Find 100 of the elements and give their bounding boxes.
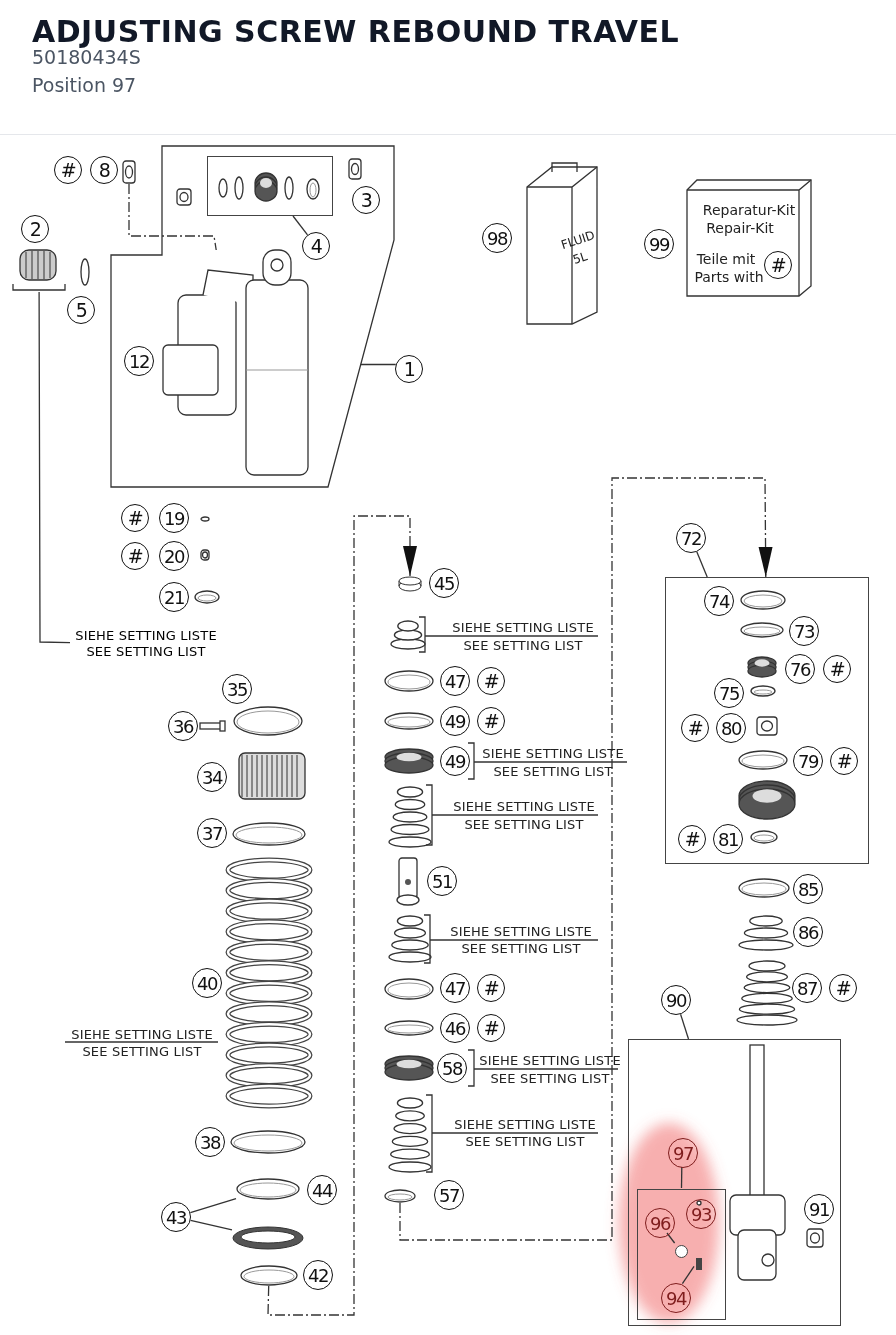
group-frame xyxy=(628,1039,841,1326)
can-label: 5L xyxy=(571,249,589,267)
callout-number: 87 xyxy=(792,973,822,1003)
callout-number: 21 xyxy=(159,582,189,612)
callout-number: 49 xyxy=(440,706,470,736)
callout-number: 20 xyxy=(159,541,189,571)
note-text: SIEHE SETTING LISTE xyxy=(74,628,218,644)
callout-number: 58 xyxy=(437,1053,467,1083)
callout-number: # xyxy=(477,667,505,695)
group-frame xyxy=(207,156,333,216)
leader-line xyxy=(292,215,309,236)
note-text: SIEHE SETTING LISTE xyxy=(482,745,624,761)
kit-label: Parts with xyxy=(694,269,764,285)
callout-number: 42 xyxy=(303,1260,333,1290)
ring-drawing xyxy=(384,1189,416,1203)
callout-number: 4 xyxy=(302,232,330,260)
leader-line xyxy=(696,551,708,578)
callout-number: # xyxy=(477,707,505,735)
callout-number: 81 xyxy=(713,824,743,854)
nut-drawing xyxy=(398,576,422,592)
callout-number: 74 xyxy=(704,586,734,616)
leader-line xyxy=(680,1166,683,1189)
callout-number: 86 xyxy=(793,917,823,947)
subtitle: Position 97 xyxy=(32,74,137,96)
note-text: SIEHE SETTING LISTE xyxy=(479,1052,621,1068)
callout-number: 1 xyxy=(395,355,423,383)
callout-number: 44 xyxy=(307,1175,337,1205)
note-text: SEE SETTING LIST xyxy=(465,1133,585,1149)
kit-label: Reparatur-Kit xyxy=(702,202,796,218)
note-text: SIEHE SETTING LISTE xyxy=(454,1116,596,1132)
note-text: SEE SETTING LIST xyxy=(490,1070,610,1086)
adjuster-drawing xyxy=(12,248,66,292)
callout-number: 79 xyxy=(793,746,823,776)
note-text: SIEHE SETTING LISTE xyxy=(452,619,594,635)
callout-number: 8 xyxy=(90,156,118,184)
note-text: SEE SETTING LIST xyxy=(461,940,581,956)
leader-line xyxy=(38,291,71,644)
note-text: SIEHE SETTING LISTE xyxy=(71,1026,213,1042)
note-text: SIEHE SETTING LISTE xyxy=(450,923,592,939)
callout-number: 34 xyxy=(197,762,227,792)
note-text: SEE SETTING LIST xyxy=(493,763,613,779)
leader-line xyxy=(189,1219,233,1231)
ring-drawing xyxy=(236,1178,300,1200)
callout-number: 49 xyxy=(440,746,470,776)
callout-number: 38 xyxy=(195,1127,225,1157)
callout-number: 80 xyxy=(716,713,746,743)
callout-number: 72 xyxy=(676,523,706,553)
callout-number: 43 xyxy=(161,1202,191,1232)
callout-number: 3 xyxy=(352,186,380,214)
callout-number: 90 xyxy=(661,985,691,1015)
callout-number: 73 xyxy=(789,616,819,646)
leader-line xyxy=(189,1198,237,1214)
callout-number: # xyxy=(121,542,149,570)
callout-number: # xyxy=(681,714,709,742)
callout-number: 47 xyxy=(440,666,470,696)
callout-number: 37 xyxy=(197,818,227,848)
callout-number: 5 xyxy=(67,296,95,324)
pin-drawing xyxy=(696,1258,702,1270)
ring-drawing xyxy=(232,1226,304,1250)
nut-drawing xyxy=(675,1245,688,1258)
leader-line xyxy=(681,1265,695,1285)
leader-line xyxy=(679,1013,690,1040)
callout-number: 76 xyxy=(785,654,815,684)
note-text: SIEHE SETTING LISTE xyxy=(453,798,595,814)
callout-number: 75 xyxy=(714,678,744,708)
title: ADJUSTING SCREW REBOUND TRAVEL xyxy=(32,14,680,49)
callout-number: 85 xyxy=(793,874,823,904)
callout-number: 35 xyxy=(222,674,252,704)
flow-arrow xyxy=(267,515,417,1316)
callout-number: 51 xyxy=(427,866,457,896)
leader-line xyxy=(360,363,397,366)
callout-number: 57 xyxy=(434,1180,464,1210)
group-frame xyxy=(665,577,869,864)
callout-number: # xyxy=(829,974,857,1002)
callout-number: 40 xyxy=(192,968,222,998)
callout-number: 2 xyxy=(21,215,49,243)
callout-number: # xyxy=(823,655,851,683)
callout-number: # xyxy=(54,156,82,184)
callout-number: 12 xyxy=(124,346,154,376)
callout-number: 45 xyxy=(429,568,459,598)
callout-number: # xyxy=(678,825,706,853)
callout-number: # xyxy=(477,1014,505,1042)
plug-drawing xyxy=(122,160,136,184)
callout-number: 98 xyxy=(482,223,512,253)
note-text: SEE SETTING LIST xyxy=(463,637,583,653)
callout-number: 19 xyxy=(159,503,189,533)
callout-number: 91 xyxy=(804,1194,834,1224)
callout-number: 99 xyxy=(644,229,674,259)
leader-line xyxy=(666,1232,676,1244)
callout-number: 46 xyxy=(440,1013,470,1043)
callout-number: # xyxy=(121,504,149,532)
flow-arrow xyxy=(399,477,773,1241)
callout-number: 36 xyxy=(168,711,198,741)
note-text: SEE SETTING LIST xyxy=(464,816,584,832)
callout-number: 47 xyxy=(440,973,470,1003)
callout-number: # xyxy=(477,974,505,1002)
callout-number: # xyxy=(830,747,858,775)
group-frame xyxy=(637,1189,726,1320)
leader-line xyxy=(128,183,217,251)
kit-label: Teile mit xyxy=(696,251,756,267)
